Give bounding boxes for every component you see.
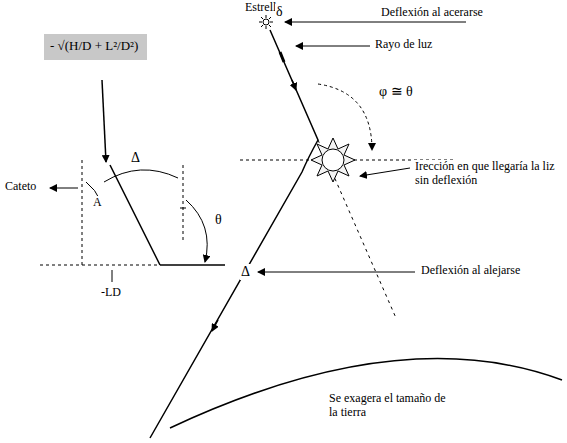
deflection-label: Deflexión al alejarse: [420, 264, 521, 278]
formula-box: - √(H/D + L²/D²): [44, 34, 147, 60]
angle-symbol: θ: [214, 212, 223, 228]
ray-label: Rayo de luz: [374, 38, 433, 52]
side-label: Cateto: [4, 180, 37, 194]
angle-symbol: Δ: [240, 264, 251, 280]
deflection-label: Deflexión al acerarse: [380, 6, 484, 20]
note-label: Se exagera el tamaño de la tierra: [328, 392, 450, 420]
formula-text: - √(H/D + L²/D²): [50, 38, 138, 53]
angle-symbol: A: [92, 196, 103, 210]
angle-symbol: δ: [275, 4, 284, 20]
direction-label: Irección en que llegaría la liz sin defl…: [414, 160, 561, 188]
angle-label: φ ≅ θ: [378, 84, 414, 100]
angle-symbol: Δ: [130, 150, 141, 166]
position-label: -LD: [100, 286, 122, 300]
